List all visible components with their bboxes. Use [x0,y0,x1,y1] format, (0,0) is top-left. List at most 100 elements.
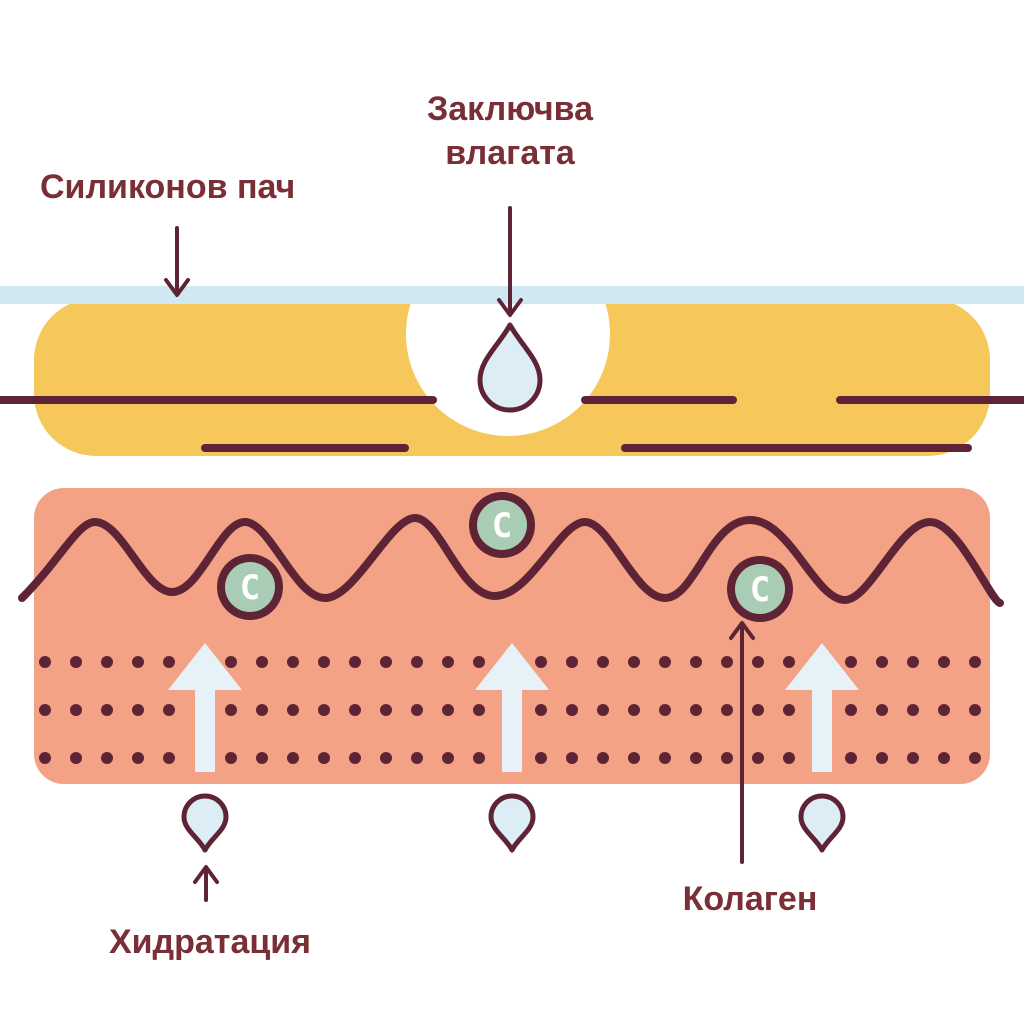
skin-dot [411,656,423,668]
skin-dot [287,704,299,716]
water-drop-icon [488,793,536,853]
label-locks-moisture: Заключва влагата [400,88,620,175]
skin-dot [907,752,919,764]
skin-dot [411,704,423,716]
skin-dot [349,656,361,668]
skin-dot [752,656,764,668]
label-locks-moisture-text: Заключва влагата [426,90,594,172]
skin-dot [566,752,578,764]
skin-dot [442,656,454,668]
yellow-layer-lines [0,396,1024,452]
skin-dot [380,752,392,764]
skin-dot [690,752,702,764]
water-drop-icon [477,322,543,413]
skin-dot [721,704,733,716]
skin-dot [39,656,51,668]
skin-dot [411,752,423,764]
skin-dot [597,704,609,716]
skin-dot [969,656,981,668]
skin-dot [566,656,578,668]
dot-rows [39,656,981,764]
skin-dot [628,752,640,764]
skin-dot [597,752,609,764]
skin-dot [70,704,82,716]
up-arrow-icon [785,643,859,772]
skin-dot [659,656,671,668]
up-pointer-arrow-icon [729,621,755,864]
skin-dot [876,704,888,716]
skin-dot [969,752,981,764]
skin-dot [938,752,950,764]
collagen-c-icon: C [217,554,283,620]
skin-dot [628,656,640,668]
skin-dot [132,656,144,668]
collagen-letter: C [750,570,770,610]
skin-dot [349,752,361,764]
skin-dot [473,704,485,716]
skin-dot [535,656,547,668]
collagen-letter: C [492,506,512,546]
skin-dot [442,752,454,764]
skin-dot [101,656,113,668]
skin-dot [659,704,671,716]
skin-dot [225,656,237,668]
collagen-c-icon: C [727,556,793,622]
skin-dot [39,752,51,764]
skin-dot [783,752,795,764]
skin-dot [380,656,392,668]
skin-dot [473,656,485,668]
collagen-c-icon: C [469,492,535,558]
skin-dot [938,704,950,716]
skin-dot [659,752,671,764]
down-arrow-icon [164,226,190,297]
skin-dot [163,656,175,668]
skin-dot [101,704,113,716]
skin-dot [473,752,485,764]
skin-dot [132,752,144,764]
skin-dot [225,752,237,764]
skin-dot [318,752,330,764]
skin-dot [690,656,702,668]
up-arrow-icon [475,643,549,772]
skin-dot [318,656,330,668]
skin-dot [287,752,299,764]
skin-dot [752,704,764,716]
skin-dot [721,752,733,764]
skin-dot [225,704,237,716]
down-arrow-icon [497,206,523,317]
skin-dot [876,656,888,668]
skin-dot [256,704,268,716]
skin-dot [163,704,175,716]
water-drop-icon [798,793,846,853]
skin-dot [163,752,175,764]
skin-dot [101,752,113,764]
skin-dot [628,704,640,716]
skin-dot [597,656,609,668]
skin-dot [876,752,888,764]
collagen-letter: C [240,568,260,608]
skin-dot [256,752,268,764]
skin-dot [70,752,82,764]
skin-wave-line [18,514,1004,607]
skin-dot [442,704,454,716]
up-arrow-icon [168,643,242,772]
skin-dot [380,704,392,716]
skin-dot [969,704,981,716]
skin-dot [907,704,919,716]
skin-dot [70,656,82,668]
skin-dot [690,704,702,716]
skin-dot [721,656,733,668]
skin-dot [535,752,547,764]
skin-dot [845,656,857,668]
skin-dot [132,704,144,716]
skin-dot [39,704,51,716]
label-silicone-patch: Силиконов пач [40,168,296,206]
skin-dot [349,704,361,716]
skin-dot [845,704,857,716]
skin-dot [845,752,857,764]
skin-dot [752,752,764,764]
skin-dot [566,704,578,716]
skin-dot [535,704,547,716]
label-collagen: Колаген [682,880,818,918]
